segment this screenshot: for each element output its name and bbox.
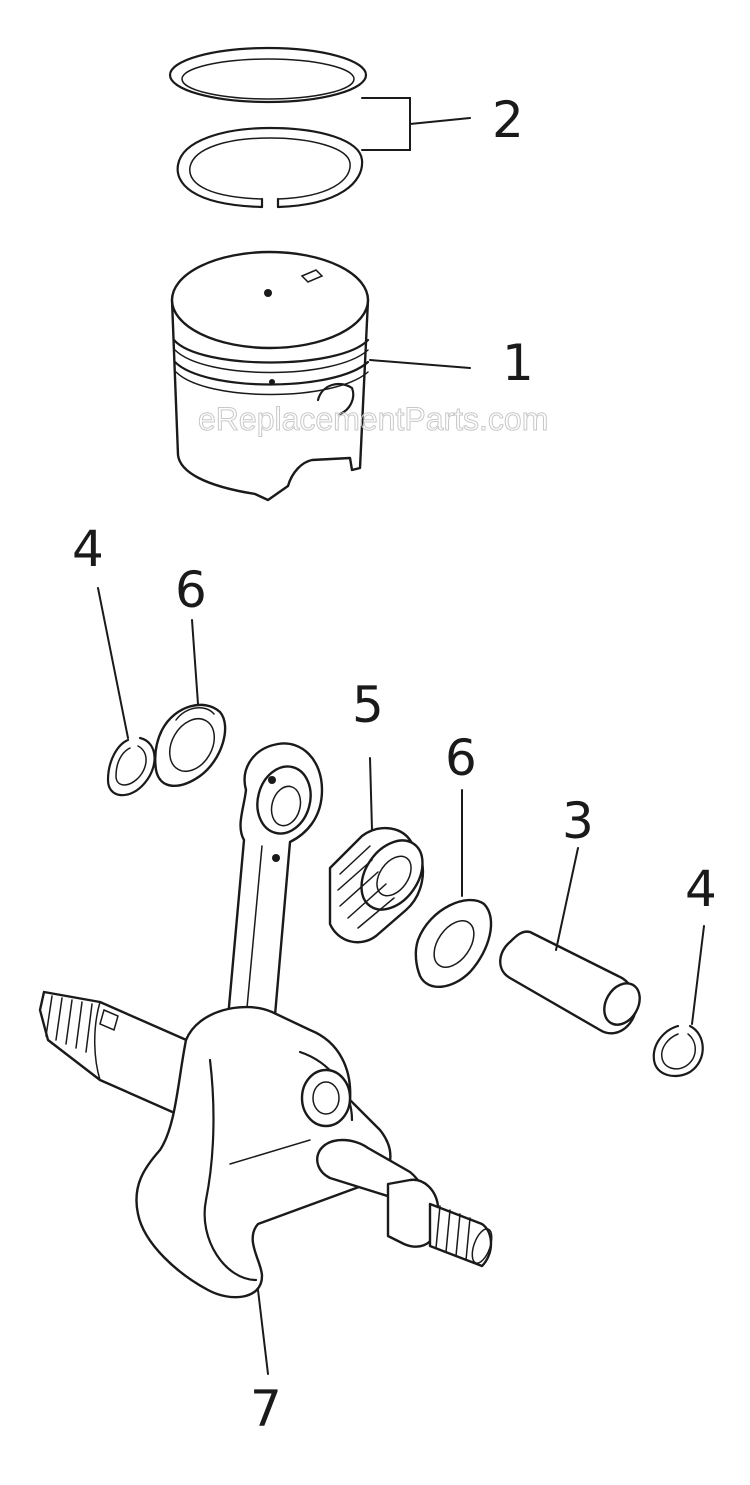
- callout-3: 3: [562, 792, 594, 850]
- crank-web-seam: [229, 1139, 311, 1165]
- leader-4-right: [691, 925, 705, 1025]
- ring-groove-1: [172, 338, 370, 364]
- washer-left-rim: [175, 707, 215, 721]
- conrod-oil-hole-2: [272, 854, 280, 862]
- callout-4-right: 4: [685, 860, 717, 918]
- bearing-needles: [337, 845, 395, 929]
- circlip-right-outer: [652, 1024, 704, 1078]
- callout-4-left: 4: [72, 520, 104, 578]
- piston-crown-mark: [264, 289, 272, 297]
- piston-pin: [499, 930, 641, 1035]
- crank-counterweight-hole: [300, 1068, 352, 1128]
- piston-pin-boss: [316, 382, 355, 416]
- crankshaft-right-thread: [435, 1205, 471, 1261]
- piston-rings: [168, 46, 368, 209]
- crankshaft-right-end: [471, 1228, 493, 1264]
- needle-bearing: [328, 827, 425, 944]
- leader-3: [555, 847, 579, 951]
- callout-6-right: 6: [445, 729, 477, 787]
- piston-arrow-mark: [300, 269, 324, 283]
- leader-5: [369, 757, 373, 831]
- washer-left-outer: [154, 703, 227, 788]
- conrod-oil-hole-1: [268, 776, 276, 784]
- bearing-bore: [376, 855, 412, 897]
- circlip-left-outer: [106, 736, 156, 797]
- lower-ring-inner: [189, 137, 351, 200]
- upper-ring-inner: [181, 58, 355, 100]
- watermark: eReplacementParts.com: [198, 401, 548, 437]
- piston-body: [170, 298, 370, 502]
- callout-2: 2: [492, 91, 524, 149]
- piston-crown: [170, 250, 370, 350]
- washer-left-hole: [168, 718, 216, 772]
- crank-web-edge-1: [203, 1058, 258, 1282]
- groove-pin: [269, 379, 275, 385]
- callout-7: 7: [250, 1380, 282, 1438]
- leader-1: [369, 359, 471, 369]
- ring-groove-2b: [175, 371, 369, 396]
- crankshaft-left-thread: [45, 995, 93, 1053]
- pin-end: [603, 982, 641, 1026]
- callout-5: 5: [352, 676, 384, 734]
- upper-ring-outer: [168, 46, 368, 104]
- leader-2: [361, 97, 471, 151]
- washer-right-outer: [414, 898, 493, 989]
- piston: [170, 250, 370, 502]
- crankshaft-keyway: [99, 1008, 119, 1032]
- washer-right-hole: [433, 920, 475, 968]
- circlip-left: [106, 736, 156, 797]
- leader-6-left: [191, 619, 199, 705]
- circlip-left-inner: [115, 745, 147, 786]
- circlip-right: [652, 1024, 704, 1078]
- crankshaft-left-shoulder: [93, 1001, 101, 1081]
- lower-ring-outer: [176, 126, 364, 209]
- washer-right: [414, 898, 493, 989]
- callout-1: 1: [502, 334, 534, 392]
- crankshaft: [38, 742, 493, 1299]
- leader-4-left: [97, 587, 129, 739]
- callout-6-left: 6: [175, 561, 207, 619]
- washer-left: [154, 703, 227, 788]
- ring-groove-1b: [174, 349, 369, 374]
- conrod-small-bore: [270, 785, 302, 827]
- circlip-right-inner: [660, 1033, 696, 1070]
- leader-7: [257, 1289, 269, 1375]
- crank-counterweight-bore: [312, 1081, 340, 1115]
